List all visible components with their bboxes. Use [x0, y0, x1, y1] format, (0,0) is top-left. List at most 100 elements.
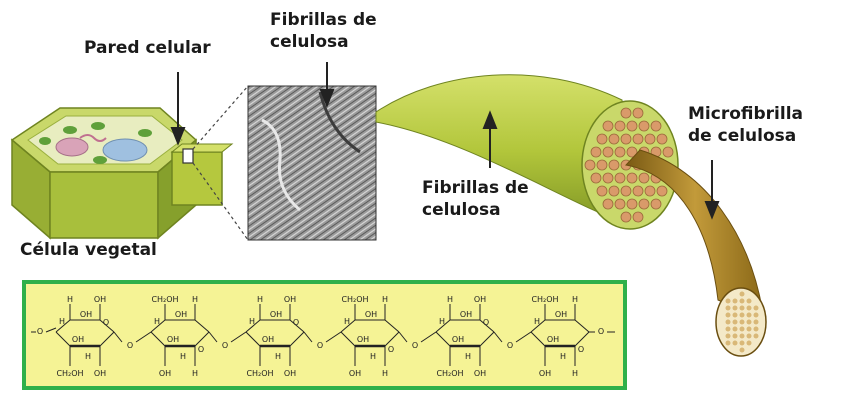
bond [303, 331, 313, 343]
bond [435, 331, 451, 347]
h-substituent: H [370, 352, 376, 361]
microfibril-dot [626, 120, 638, 132]
microfibril-dot [638, 172, 650, 184]
bond [135, 331, 152, 343]
fibril-microfibril-dots [584, 107, 674, 223]
oh-substituent: OH [539, 369, 551, 378]
h-substituent: H [465, 352, 471, 361]
microfibril-dot [602, 120, 614, 132]
bond [340, 319, 356, 333]
microfibril-dot [662, 146, 674, 158]
chain-dot [725, 305, 731, 311]
h-substituent: H [382, 295, 388, 304]
bond [384, 331, 400, 347]
chain-dot [746, 340, 752, 346]
oh-substituent: OH [452, 335, 464, 344]
chain-dot [739, 305, 745, 311]
cell-wall-sample-box [182, 148, 194, 164]
oh-substituent: OH [365, 310, 377, 319]
chain-dot [753, 333, 759, 339]
chain-dot [732, 333, 738, 339]
bond [384, 319, 400, 333]
bond [150, 319, 166, 333]
bond [230, 331, 247, 343]
microfibril-dot [620, 185, 632, 197]
bond [479, 331, 495, 347]
microfibril-dot [602, 198, 614, 210]
chain-dot [739, 340, 745, 346]
microfibril-dot [608, 159, 620, 171]
chain-dot [746, 305, 752, 311]
h-substituent: H [257, 295, 263, 304]
microfibril-dot [626, 146, 638, 158]
glycosidic-oxygen: O [127, 341, 133, 350]
label-celula-vegetal: Célula vegetal [20, 240, 157, 260]
microfibril-dot [608, 185, 620, 197]
microfibril-dot [596, 133, 608, 145]
microfibril-dot [608, 133, 620, 145]
microfibril-dot [626, 172, 638, 184]
label-microfibrilla-line1: Microfibrilla [688, 104, 803, 124]
ch2oh-substituent: CH₂OH [436, 369, 463, 378]
bond [194, 331, 210, 347]
ring-oxygen: O [388, 345, 394, 354]
bond [435, 319, 451, 333]
oh-substituent: OH [72, 335, 84, 344]
h-substituent: H [439, 317, 445, 326]
chain-dot [732, 326, 738, 332]
oh-substituent: OH [159, 369, 171, 378]
h-substituent: H [447, 295, 453, 304]
microfibril-dot [650, 198, 662, 210]
oh-substituent: OH [460, 310, 472, 319]
glycosidic-oxygen: O [598, 327, 604, 336]
h-substituent: H [275, 352, 281, 361]
h-substituent: H [154, 317, 160, 326]
oh-substituent: OH [474, 295, 486, 304]
chain-dot [739, 298, 745, 304]
bond [99, 319, 115, 333]
ring-oxygen: O [483, 318, 489, 327]
ring-oxygen: O [578, 345, 584, 354]
microfibril-dot [620, 211, 632, 223]
microfibril-dot [602, 146, 614, 158]
h-substituent: H [560, 352, 566, 361]
h-substituent: H [572, 295, 578, 304]
chain-dot [739, 333, 745, 339]
chain-dot [725, 333, 731, 339]
microfibril-dot [656, 185, 668, 197]
chain-dot [746, 312, 752, 318]
chain-dot [739, 347, 745, 353]
cell-wall-piece [170, 143, 234, 206]
chain-dot [753, 305, 759, 311]
chain-dot [732, 298, 738, 304]
label-fibrillas-mid-line1: Fibrillas de [422, 178, 529, 198]
glycosidic-oxygen: O [317, 341, 323, 350]
bond [99, 331, 115, 347]
h-substituent: H [192, 369, 198, 378]
arrow-pared-celular [170, 72, 186, 146]
oh-substituent: OH [167, 335, 179, 344]
chain-dot [732, 312, 738, 318]
ch2oh-substituent: CH₂OH [56, 369, 83, 378]
microfibril-dot [620, 133, 632, 145]
oh-substituent: OH [349, 369, 361, 378]
oh-substituent: OH [555, 310, 567, 319]
microfibril-dot [584, 159, 596, 171]
oh-substituent: OH [80, 310, 92, 319]
microfibril-dot [614, 198, 626, 210]
oh-substituent: OH [270, 310, 282, 319]
ch2oh-substituent: CH₂OH [151, 295, 178, 304]
microfibril-dot [596, 159, 608, 171]
bond [289, 319, 305, 333]
h-substituent: H [344, 317, 350, 326]
bond [574, 331, 590, 347]
bond [113, 331, 123, 343]
oh-substituent: OH [262, 335, 274, 344]
bond [55, 331, 71, 347]
h-substituent: H [180, 352, 186, 361]
h-substituent: H [67, 295, 73, 304]
h-substituent: H [249, 317, 255, 326]
cellulose-fibril [375, 74, 679, 230]
chain-dot [725, 298, 731, 304]
